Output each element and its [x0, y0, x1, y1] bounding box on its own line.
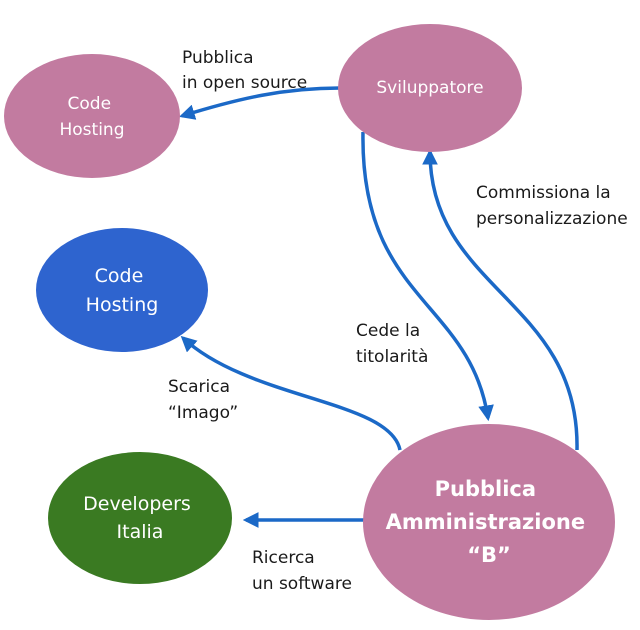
node-sviluppatore: Sviluppatore — [338, 24, 522, 152]
edge-sviluppatore-to-code-hosting — [178, 86, 341, 120]
edge-pa-to-code-hosting-blue — [180, 335, 402, 451]
node-developers-italia: Developers Italia — [48, 452, 232, 584]
node-code-hosting-top: Code Hosting — [4, 54, 180, 178]
node-pubblica-amministrazione: Pubblica Amministrazione “B” — [363, 424, 615, 620]
node-label: Code Hosting — [60, 94, 125, 140]
node-label: Sviluppatore — [376, 78, 483, 98]
node-label: Pubblica Amministrazione “B” — [386, 477, 593, 567]
edge-label-cede-titolarita: Cede la titolarità — [356, 321, 428, 367]
edge-label-ricerca-software: Ricerca un software — [252, 548, 352, 594]
edge-label-pubblica-open-source: Pubblica in open source — [182, 48, 307, 93]
node-label: Code Hosting — [86, 265, 159, 316]
edge-label-commissiona: Commissiona la personalizzazione — [476, 183, 628, 229]
node-label: Developers Italia — [83, 493, 197, 543]
node-code-hosting-blue: Code Hosting — [36, 228, 208, 352]
edge-label-scarica-imago: Scarica “Imago” — [168, 377, 238, 423]
edge-pa-to-sviluppatore — [422, 148, 579, 451]
edge-sviluppatore-to-pa — [361, 131, 494, 422]
